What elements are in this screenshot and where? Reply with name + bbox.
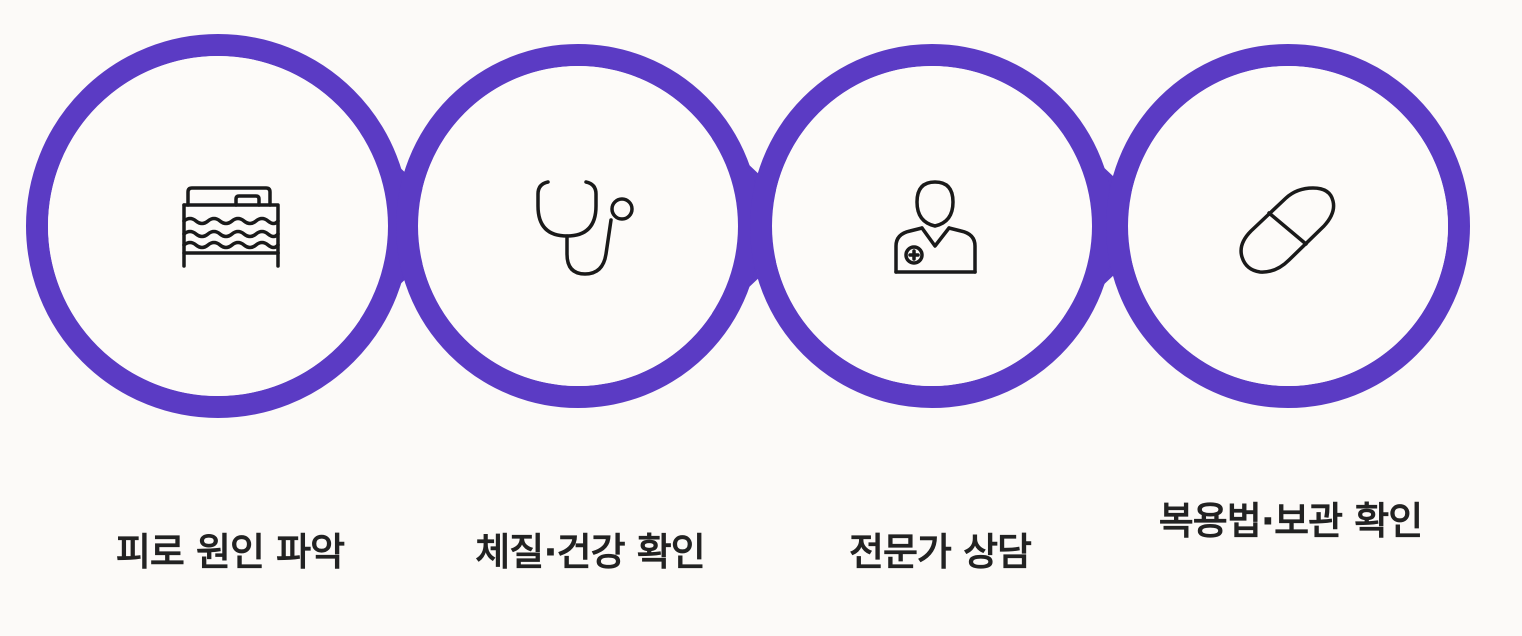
step-4-label: 복용법·보관 확인 [1158,499,1423,543]
step-2-label: 체질·건강 확인 [475,530,705,574]
step-1-label: 피로 원인 파악 [115,530,345,574]
step-1-ring [26,34,462,418]
step-2-ring [396,44,814,408]
bed-icon [182,186,280,268]
doctor-icon [894,180,977,274]
step-4-ring [1106,44,1470,408]
step-3-label: 전문가 상담 [848,530,1032,574]
step-3-ring [750,44,1166,408]
pill-capsule-icon [1239,186,1336,274]
stethoscope-icon [536,180,634,276]
